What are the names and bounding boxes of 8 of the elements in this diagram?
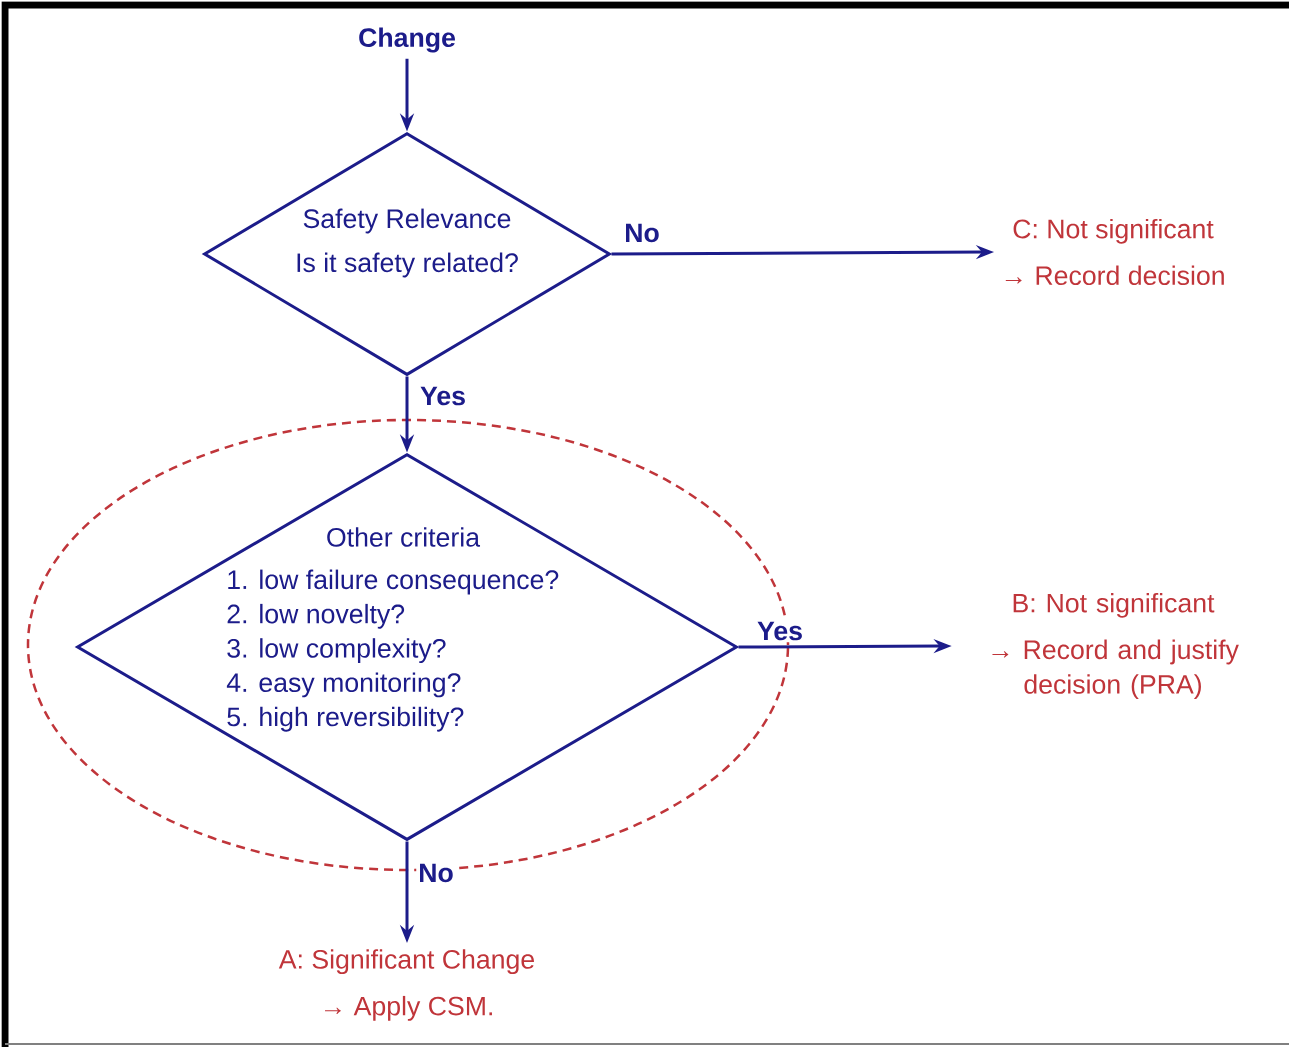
edge-label: No <box>420 863 453 883</box>
outcome-text: B: Not significant → Record and justify decision (PRA) <box>992 592 1239 700</box>
edge-label: Yes <box>757 621 802 641</box>
outcome-text: A: Significant Change → Apply CSM. <box>278 949 534 1021</box>
start-label: Change <box>359 27 455 53</box>
outcome-text: C: Not significant → Record decision <box>1005 218 1224 286</box>
edge-label: No <box>626 223 659 243</box>
edge-label: Yes <box>420 386 465 406</box>
